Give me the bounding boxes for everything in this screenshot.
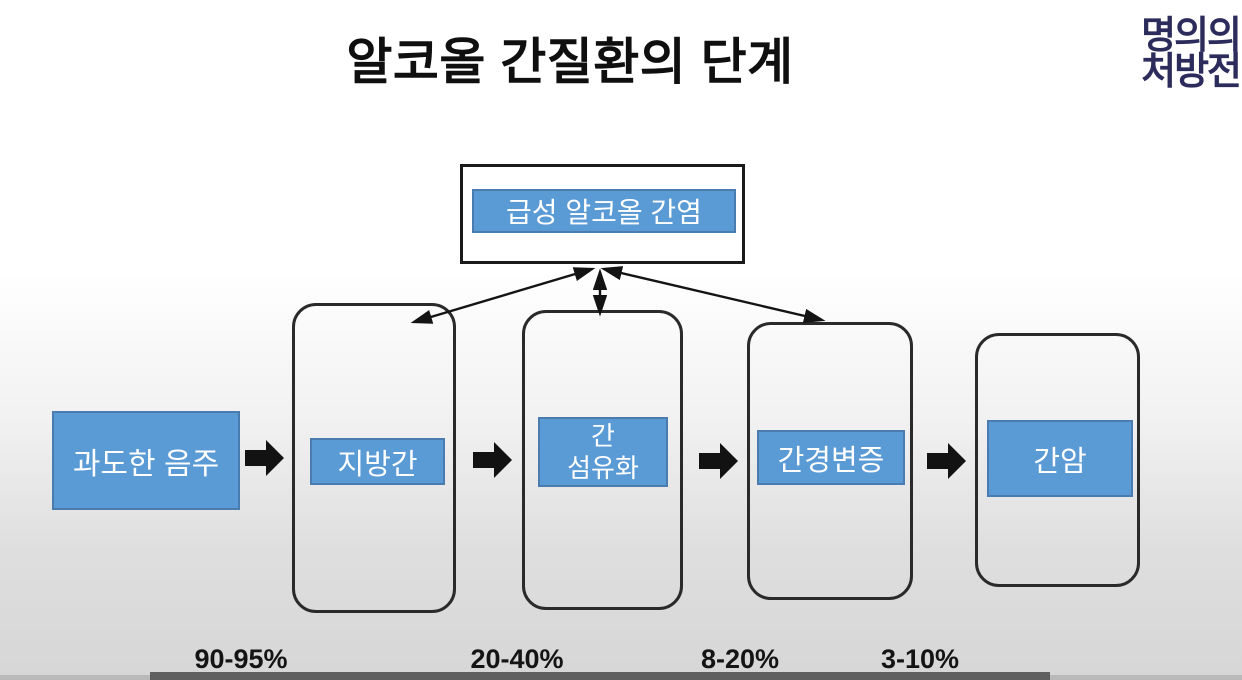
stage-label-excessive-drinking: 과도한 음주 [52,411,240,510]
bottom-divider-bar [150,672,1050,680]
stage-label-fatty-liver: 지방간 [310,438,445,485]
transition-percent-fatty-liver: 90-95% [194,644,288,674]
transition-percent-cirrhosis: 8-20% [700,644,780,674]
stage-container-liver-cancer [975,333,1140,587]
stage-label-liver-fibrosis-line1: 간 [591,420,615,451]
block-arrow-right-icon [699,443,738,479]
block-arrow-right-icon [927,443,966,479]
transition-percent-cancer: 3-10% [880,644,960,674]
brand-logo-line2: 처방전 [1141,51,1242,94]
transition-percent-fibrosis: 20-40% [470,644,564,674]
brand-logo: 명의의 처방전 [1141,15,1242,94]
block-arrow-right-icon [473,442,512,478]
block-arrow-right-icon [245,440,284,476]
acute-hepatitis-label: 급성 알코올 간염 [472,189,736,233]
stage-label-liver-cancer: 간암 [987,420,1133,497]
stage-container-cirrhosis [747,322,913,600]
stage-label-liver-fibrosis-line2: 섬유화 [567,453,639,483]
brand-logo-line1: 명의의 [1141,15,1242,57]
page-title: 알코올 간질환의 단계 [346,34,794,90]
acute-hepatitis-box: 급성 알코올 간염 [460,164,745,264]
stage-label-liver-fibrosis: 간 섬유화 [538,417,668,487]
stage-container-fatty-liver [292,303,456,613]
stage-label-cirrhosis: 간경변증 [757,430,905,485]
